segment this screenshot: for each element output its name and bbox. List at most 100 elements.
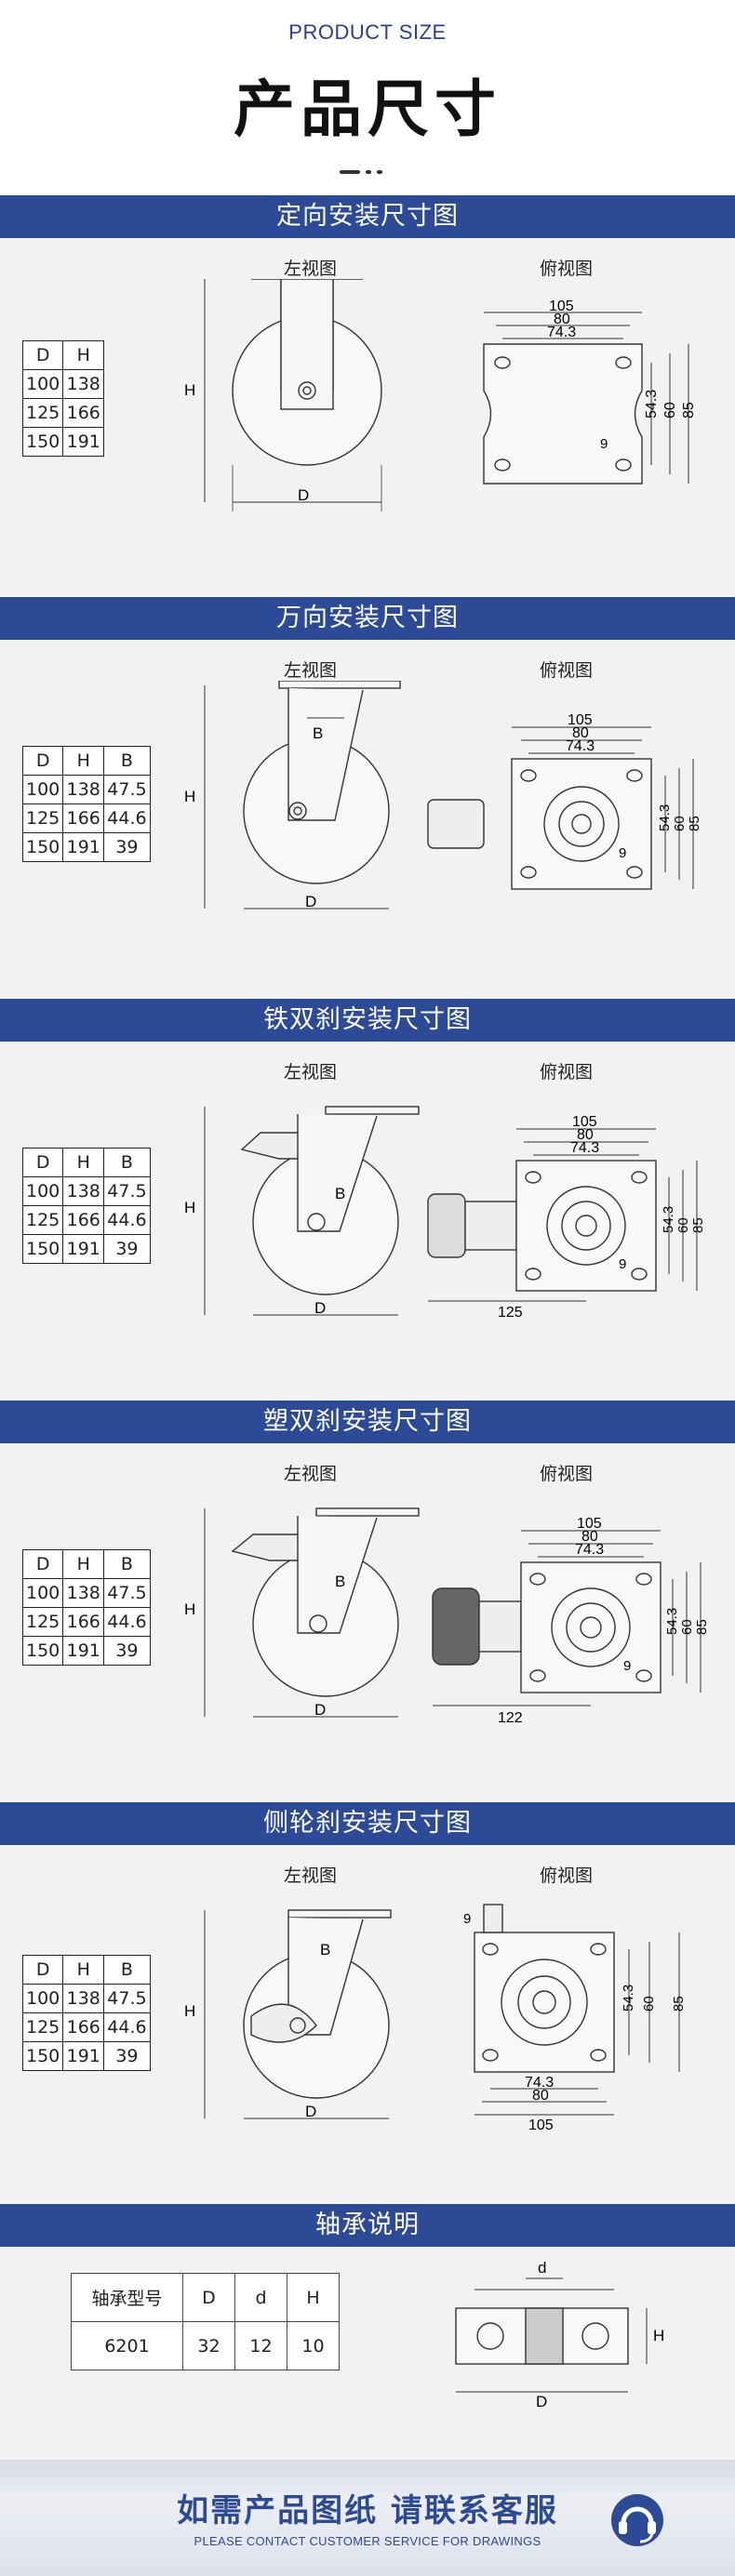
svg-text:H: H (184, 1199, 195, 1216)
top-view-label: 俯视图 (540, 1866, 594, 1886)
svg-text:80: 80 (581, 1529, 598, 1545)
svg-text:54.3: 54.3 (657, 804, 673, 831)
svg-text:B: B (335, 1573, 345, 1590)
top-view-label: 俯视图 (540, 259, 594, 279)
top-view-label: 俯视图 (540, 660, 594, 681)
side-view-drawing: H D B (184, 1106, 420, 1317)
svg-text:80: 80 (572, 725, 589, 741)
svg-text:D: D (536, 2393, 547, 2410)
svg-text:105: 105 (572, 1114, 597, 1130)
section-banner: 侧轮刹安装尺寸图 (0, 1802, 735, 1845)
svg-text:105: 105 (549, 299, 574, 314)
svg-text:80: 80 (554, 312, 570, 327)
top-view-drawing: 74.3 80 105 54.3 60 85 9 (463, 1904, 687, 2133)
top-view-drawing: 105 80 74.3 54.3 60 85 9 (483, 299, 697, 485)
svg-text:9: 9 (600, 436, 608, 452)
svg-text:85: 85 (690, 1217, 706, 1233)
top-view-drawing: 105 80 74.3 54.3 60 85 9 125 (427, 1114, 706, 1321)
svg-text:H: H (184, 1600, 195, 1618)
svg-text:60: 60 (662, 402, 678, 418)
svg-text:D: D (314, 1701, 326, 1719)
svg-text:85: 85 (681, 402, 697, 418)
side-view-drawing: H D B (184, 1909, 392, 2120)
svg-text:H: H (653, 2327, 664, 2344)
svg-text:74.3: 74.3 (575, 1542, 604, 1558)
top-view-drawing: 105 80 74.3 54.3 60 85 9 122 (432, 1516, 710, 1726)
svg-text:105: 105 (568, 712, 593, 728)
svg-text:B: B (335, 1185, 345, 1202)
svg-text:74.3: 74.3 (566, 738, 595, 754)
svg-text:54.3: 54.3 (664, 1608, 680, 1635)
left-view-label: 左视图 (284, 1062, 338, 1082)
svg-text:74.3: 74.3 (525, 2075, 554, 2091)
left-view-label: 左视图 (284, 1866, 338, 1886)
section-banner: 定向安装尺寸图 (0, 195, 735, 238)
svg-text:B: B (320, 1941, 330, 1959)
svg-text:54.3: 54.3 (621, 1985, 636, 2012)
bearing-table: 轴承型号 D d H 6201 32 12 10 (71, 2273, 340, 2370)
svg-text:105: 105 (577, 1516, 602, 1532)
svg-text:H: H (184, 2002, 195, 2020)
svg-text:9: 9 (463, 1911, 471, 1927)
page-title: 产品尺寸 (234, 73, 501, 145)
svg-text:D: D (314, 1299, 326, 1317)
svg-text:D: D (305, 893, 316, 910)
svg-text:9: 9 (619, 845, 626, 861)
svg-text:74.3: 74.3 (570, 1140, 599, 1156)
svg-text:60: 60 (675, 1217, 691, 1233)
svg-text:60: 60 (641, 1996, 657, 2012)
svg-text:85: 85 (694, 1619, 710, 1635)
svg-text:74.3: 74.3 (547, 325, 576, 340)
svg-text:80: 80 (577, 1127, 594, 1143)
svg-text:H: H (184, 788, 195, 805)
svg-text:85: 85 (687, 816, 702, 831)
page-header: PRODUCT SIZE 产品尺寸 (0, 0, 735, 195)
left-view-label: 左视图 (284, 1464, 338, 1484)
bearing-drawing: d D H (455, 2259, 664, 2410)
dim-label-d: D (298, 486, 309, 504)
side-view-drawing: H D B (184, 681, 401, 910)
svg-text:60: 60 (672, 816, 688, 831)
svg-text:B: B (313, 724, 323, 742)
section-banner: 铁双刹安装尺寸图 (0, 999, 735, 1042)
svg-text:105: 105 (528, 2118, 554, 2133)
section-banner: 轴承说明 (0, 2204, 735, 2247)
title-divider (340, 167, 395, 175)
top-view-label: 俯视图 (540, 1062, 594, 1082)
contact-footer: 如需产品图纸 请联系客服 PLEASE CONTACT CUSTOMER SER… (0, 2460, 735, 2576)
section-banner: 塑双刹安装尺寸图 (0, 1401, 735, 1443)
left-view-label: 左视图 (284, 660, 338, 681)
footer-title: 如需产品图纸 请联系客服 (177, 2492, 558, 2530)
svg-text:9: 9 (623, 1658, 631, 1674)
section-bearing: 轴承说明 轴承型号 D d H 6201 32 12 10 (0, 2204, 735, 2420)
svg-text:60: 60 (679, 1619, 695, 1635)
svg-text:d: d (538, 2259, 546, 2277)
footer-subtitle: PLEASE CONTACT CUSTOMER SERVICE FOR DRAW… (194, 2534, 541, 2548)
dim-label-h: H (184, 381, 195, 399)
svg-text:122: 122 (498, 1710, 523, 1726)
svg-text:80: 80 (532, 2088, 549, 2104)
svg-text:54.3: 54.3 (661, 1206, 676, 1233)
svg-text:9: 9 (619, 1256, 626, 1272)
headset-icon (611, 2494, 663, 2546)
side-view-drawing: H D (184, 279, 382, 511)
section-banner: 万向安装尺寸图 (0, 597, 735, 640)
top-view-label: 俯视图 (540, 1464, 594, 1484)
svg-text:85: 85 (671, 1996, 687, 2012)
header-subtitle: PRODUCT SIZE (288, 20, 447, 44)
svg-text:D: D (305, 2103, 316, 2120)
svg-text:54.3: 54.3 (644, 390, 660, 418)
svg-text:125: 125 (498, 1305, 523, 1321)
top-view-drawing: 105 80 74.3 54.3 60 85 9 (427, 712, 702, 890)
